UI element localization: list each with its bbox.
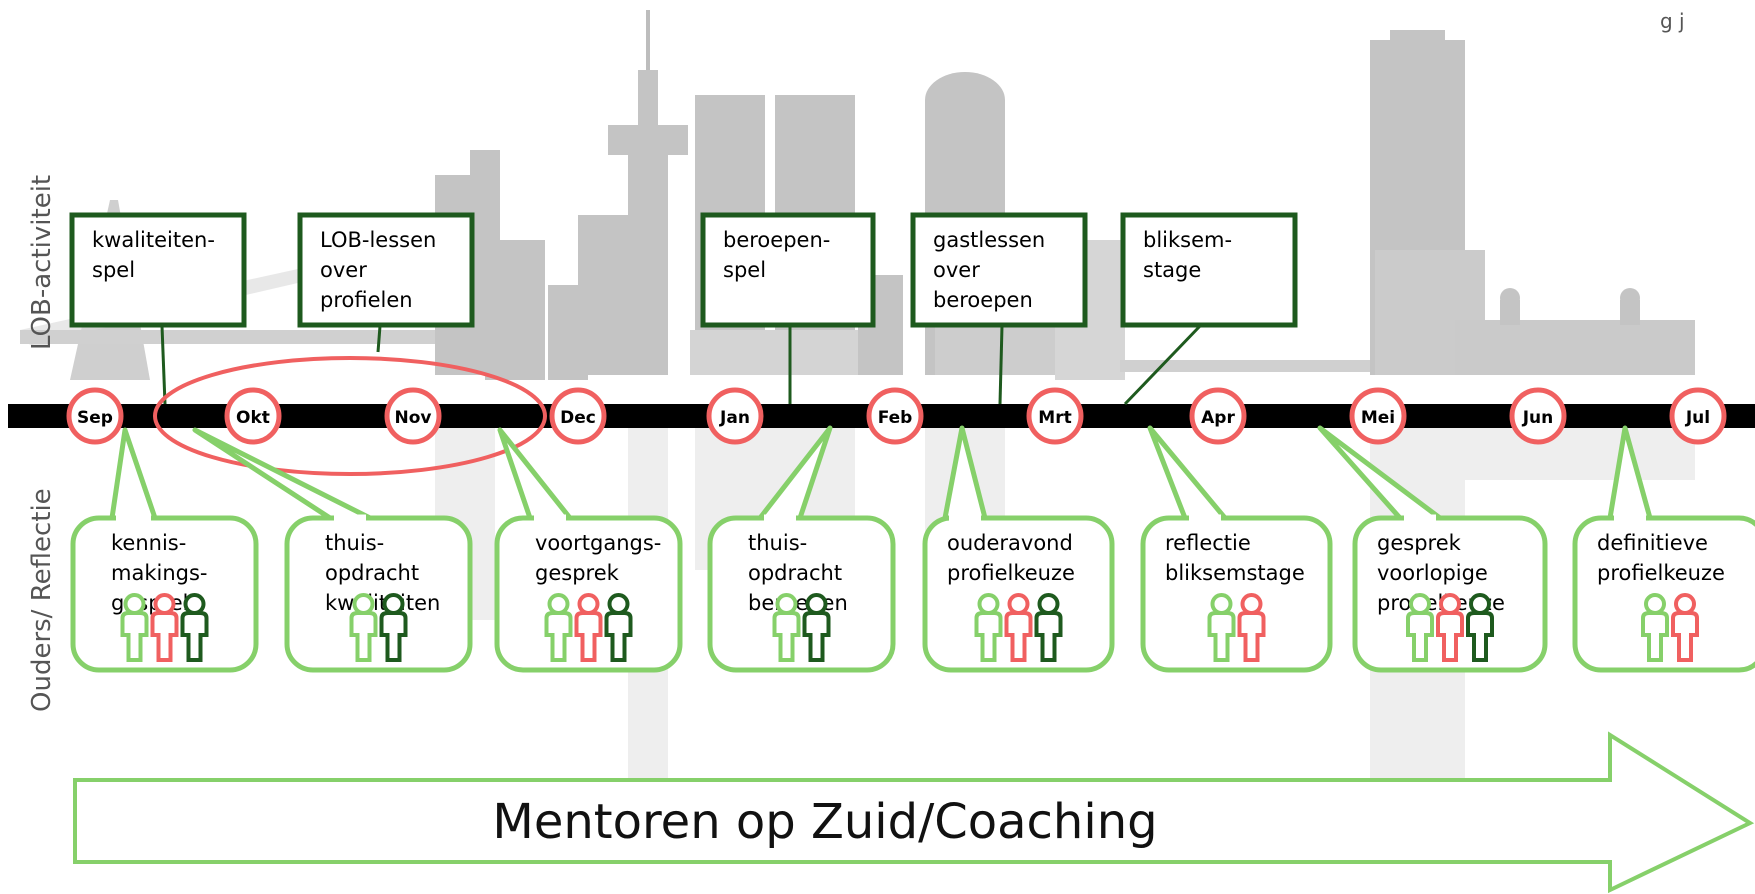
month-marker-okt: Okt: [224, 387, 282, 445]
month-label: Sep: [77, 408, 113, 428]
reflection-line: definitieve: [1597, 531, 1708, 555]
okt-nov-highlight-ellipse: [153, 356, 547, 476]
reflection-bubble: gesprekvoorlopigeprofielkeuze: [1317, 425, 1548, 673]
person-icon: [180, 593, 209, 662]
lob-activity-line: beroepen: [933, 288, 1033, 312]
month-marker-dec: Dec: [549, 387, 607, 445]
reflection-bubble: kennis-makings-gesprek: [70, 427, 259, 673]
reflection-bubbles: kennis-makings-gesprekthuis-opdrachtkwal…: [70, 425, 1755, 673]
month-marker-jan: Jan: [706, 387, 764, 445]
person-icon: [1207, 593, 1236, 662]
reflection-bubble: reflectie bliksemstage: [1140, 425, 1333, 673]
coaching-arrow: [73, 731, 1755, 894]
month-marker-mei: Mei: [1349, 387, 1407, 445]
lob-activity-line: bliksem-: [1143, 228, 1232, 252]
month-marker-jun: Jun: [1509, 387, 1567, 445]
month-label: Okt: [236, 408, 270, 428]
reflection-line: gesprek: [1377, 531, 1462, 555]
person-icon: [1004, 593, 1033, 662]
person-icon: [150, 593, 179, 662]
person-icon: [379, 593, 408, 662]
reflection-line: beroepen: [748, 591, 848, 615]
reflection-line: reflectie: [1165, 531, 1251, 555]
lob-connectors: [160, 324, 1202, 406]
reflection-line: opdracht: [325, 561, 419, 585]
reflection-line: thuis-: [325, 531, 384, 555]
person-icon: [1237, 593, 1266, 662]
reflection-bubble: ouderavond profielkeuze: [922, 425, 1115, 673]
lob-activity-box: kwaliteiten-spel: [69, 212, 247, 328]
person-icon: [1466, 593, 1494, 662]
reflection-line: voortgangs-: [535, 531, 661, 555]
reflection-line: opdracht: [748, 561, 842, 585]
month-label: Mei: [1361, 408, 1395, 428]
side-label-lob: LOB-activiteit: [27, 175, 57, 350]
reflection-bubble: voortgangs-gesprek: [494, 427, 683, 673]
reflection-line: gesprek: [535, 561, 620, 585]
month-label: Feb: [878, 408, 913, 428]
reflection-line: ouderavond: [947, 531, 1073, 555]
reflection-line: thuis-: [748, 531, 807, 555]
month-markers: Sep Okt Nov Dec Jan Feb Mrt Apr Mei Jun Jul: [66, 387, 1727, 445]
reflection-line: voorlopige: [1377, 561, 1488, 585]
reflection-bubble: thuis-opdracht beroepen: [707, 425, 896, 673]
lob-activity-line: spel: [723, 258, 766, 282]
reflection-bubble: definitieve profielkeuze: [1572, 425, 1755, 673]
month-marker-jul: Jul: [1669, 387, 1727, 445]
reflection-line: kennis-: [111, 531, 186, 555]
reflection-line: profielkeuze: [947, 561, 1075, 585]
person-icon: [604, 593, 633, 662]
person-icon: [1671, 593, 1699, 662]
lob-activity-line: spel: [92, 258, 135, 282]
month-label: Dec: [560, 408, 596, 428]
lob-activity-line: gastlessen: [933, 228, 1045, 252]
month-marker-sep: Sep: [66, 387, 124, 445]
lob-activity-line: beroepen-: [723, 228, 830, 252]
lob-activity-box: gastlessen over beroepen: [910, 212, 1088, 328]
lob-activity-line: over: [933, 258, 980, 282]
person-icon: [1406, 593, 1434, 662]
lob-activity-line: kwaliteiten-: [92, 228, 215, 252]
person-icon: [544, 593, 573, 662]
lob-activity-box: bliksem-stage: [1120, 212, 1298, 328]
reflection-line: profielkeuze: [1597, 561, 1725, 585]
month-label: Nov: [395, 408, 432, 428]
person-icon: [1641, 593, 1669, 662]
month-marker-apr: Apr: [1189, 387, 1247, 445]
person-icon: [802, 593, 831, 662]
person-icon: [1436, 593, 1464, 662]
person-icon: [574, 593, 603, 662]
corner-text: g j: [1660, 9, 1685, 33]
coaching-arrow-label: Mentoren op Zuid/Coaching: [492, 794, 1157, 850]
person-icon: [349, 593, 378, 662]
person-icon: [974, 593, 1003, 662]
month-label: Apr: [1201, 408, 1235, 428]
month-label: Jan: [719, 408, 750, 428]
month-label: Jun: [1522, 408, 1554, 428]
reflection-bubble: thuis-opdrachtkwaliteiten: [192, 427, 473, 673]
month-label: Mrt: [1038, 408, 1071, 428]
month-label: Jul: [1685, 408, 1710, 428]
lob-activity-line: stage: [1143, 258, 1201, 282]
month-marker-nov: Nov: [384, 387, 442, 445]
month-marker-mrt: Mrt: [1026, 387, 1084, 445]
lob-activity-line: profielen: [320, 288, 413, 312]
lob-activity-boxes: kwaliteiten-spel LOB-lessen over profielen b…: [69, 212, 1298, 328]
person-icon: [120, 593, 149, 662]
reflection-line: bliksemstage: [1165, 561, 1305, 585]
lob-activity-line: LOB-lessen: [320, 228, 436, 252]
side-label-ouders: Ouders/ Reflectie: [27, 488, 57, 712]
month-marker-feb: Feb: [866, 387, 924, 445]
person-icon: [1034, 593, 1063, 662]
lob-activity-box: beroepen-spel: [700, 212, 876, 328]
reflection-line: makings-: [111, 561, 207, 585]
lob-activity-line: over: [320, 258, 367, 282]
person-icon: [772, 593, 801, 662]
lob-activity-box: LOB-lessen over profielen: [297, 212, 475, 328]
